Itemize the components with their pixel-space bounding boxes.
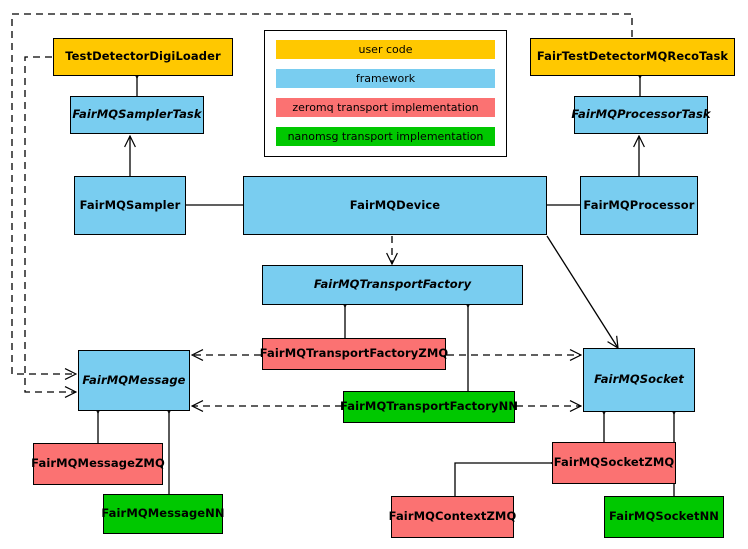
relation-digiloader-to-message — [24, 56, 76, 392]
relation-recotask-to-message — [11, 13, 633, 374]
legend-item-zeromq: zeromq transport implementation — [276, 98, 495, 117]
class-box-fairmqcontextzmq[interactable]: FairMQContextZMQ — [389, 496, 516, 538]
class-box-fairmqprocessor[interactable]: FairMQProcessor — [580, 176, 698, 235]
class-box-fairmqsamplertask[interactable]: FairMQSamplerTask — [70, 96, 204, 134]
class-box-fairmqtransportfactory[interactable]: FairMQTransportFactory — [262, 265, 523, 305]
relation-socketzmq-composes-contextzmq — [454, 463, 551, 496]
legend-label: user code — [358, 43, 413, 56]
relation-device-to-socket — [546, 235, 618, 348]
legend-item-framework: framework — [276, 69, 495, 88]
class-box-fairmqsocketnn[interactable]: FairMQSocketNN — [604, 496, 724, 538]
class-box-fairmqprocessortask[interactable]: FairMQProcessorTask — [571, 96, 711, 134]
legend-item-user-code: user code — [276, 40, 495, 59]
legend: user code framework zeromq transport imp… — [264, 30, 507, 157]
class-box-fairtestdetectormqrecotask[interactable]: FairTestDetectorMQRecoTask — [530, 38, 735, 76]
class-box-fairmqtransportfactorynn[interactable]: FairMQTransportFactoryNN — [340, 391, 518, 423]
legend-label: nanomsg transport implementation — [287, 130, 484, 143]
class-box-fairmqmessage[interactable]: FairMQMessage — [78, 350, 190, 411]
class-box-fairmqmessagezmq[interactable]: FairMQMessageZMQ — [31, 443, 165, 485]
class-box-fairmqtransportfactoryzmq[interactable]: FairMQTransportFactoryZMQ — [260, 338, 448, 370]
legend-label: zeromq transport implementation — [292, 101, 479, 114]
class-box-fairmqsocketzmq[interactable]: FairMQSocketZMQ — [552, 442, 676, 484]
class-box-fairmqsampler[interactable]: FairMQSampler — [74, 176, 186, 235]
class-box-testdetectordigiloader[interactable]: TestDetectorDigiLoader — [53, 38, 233, 76]
class-box-fairmqdevice[interactable]: FairMQDevice — [243, 176, 547, 235]
class-box-fairmqsocket[interactable]: FairMQSocket — [583, 348, 695, 412]
legend-label: framework — [355, 72, 416, 85]
class-box-fairmqmessagenn[interactable]: FairMQMessageNN — [101, 494, 225, 534]
legend-item-nanomsg: nanomsg transport implementation — [276, 127, 495, 146]
